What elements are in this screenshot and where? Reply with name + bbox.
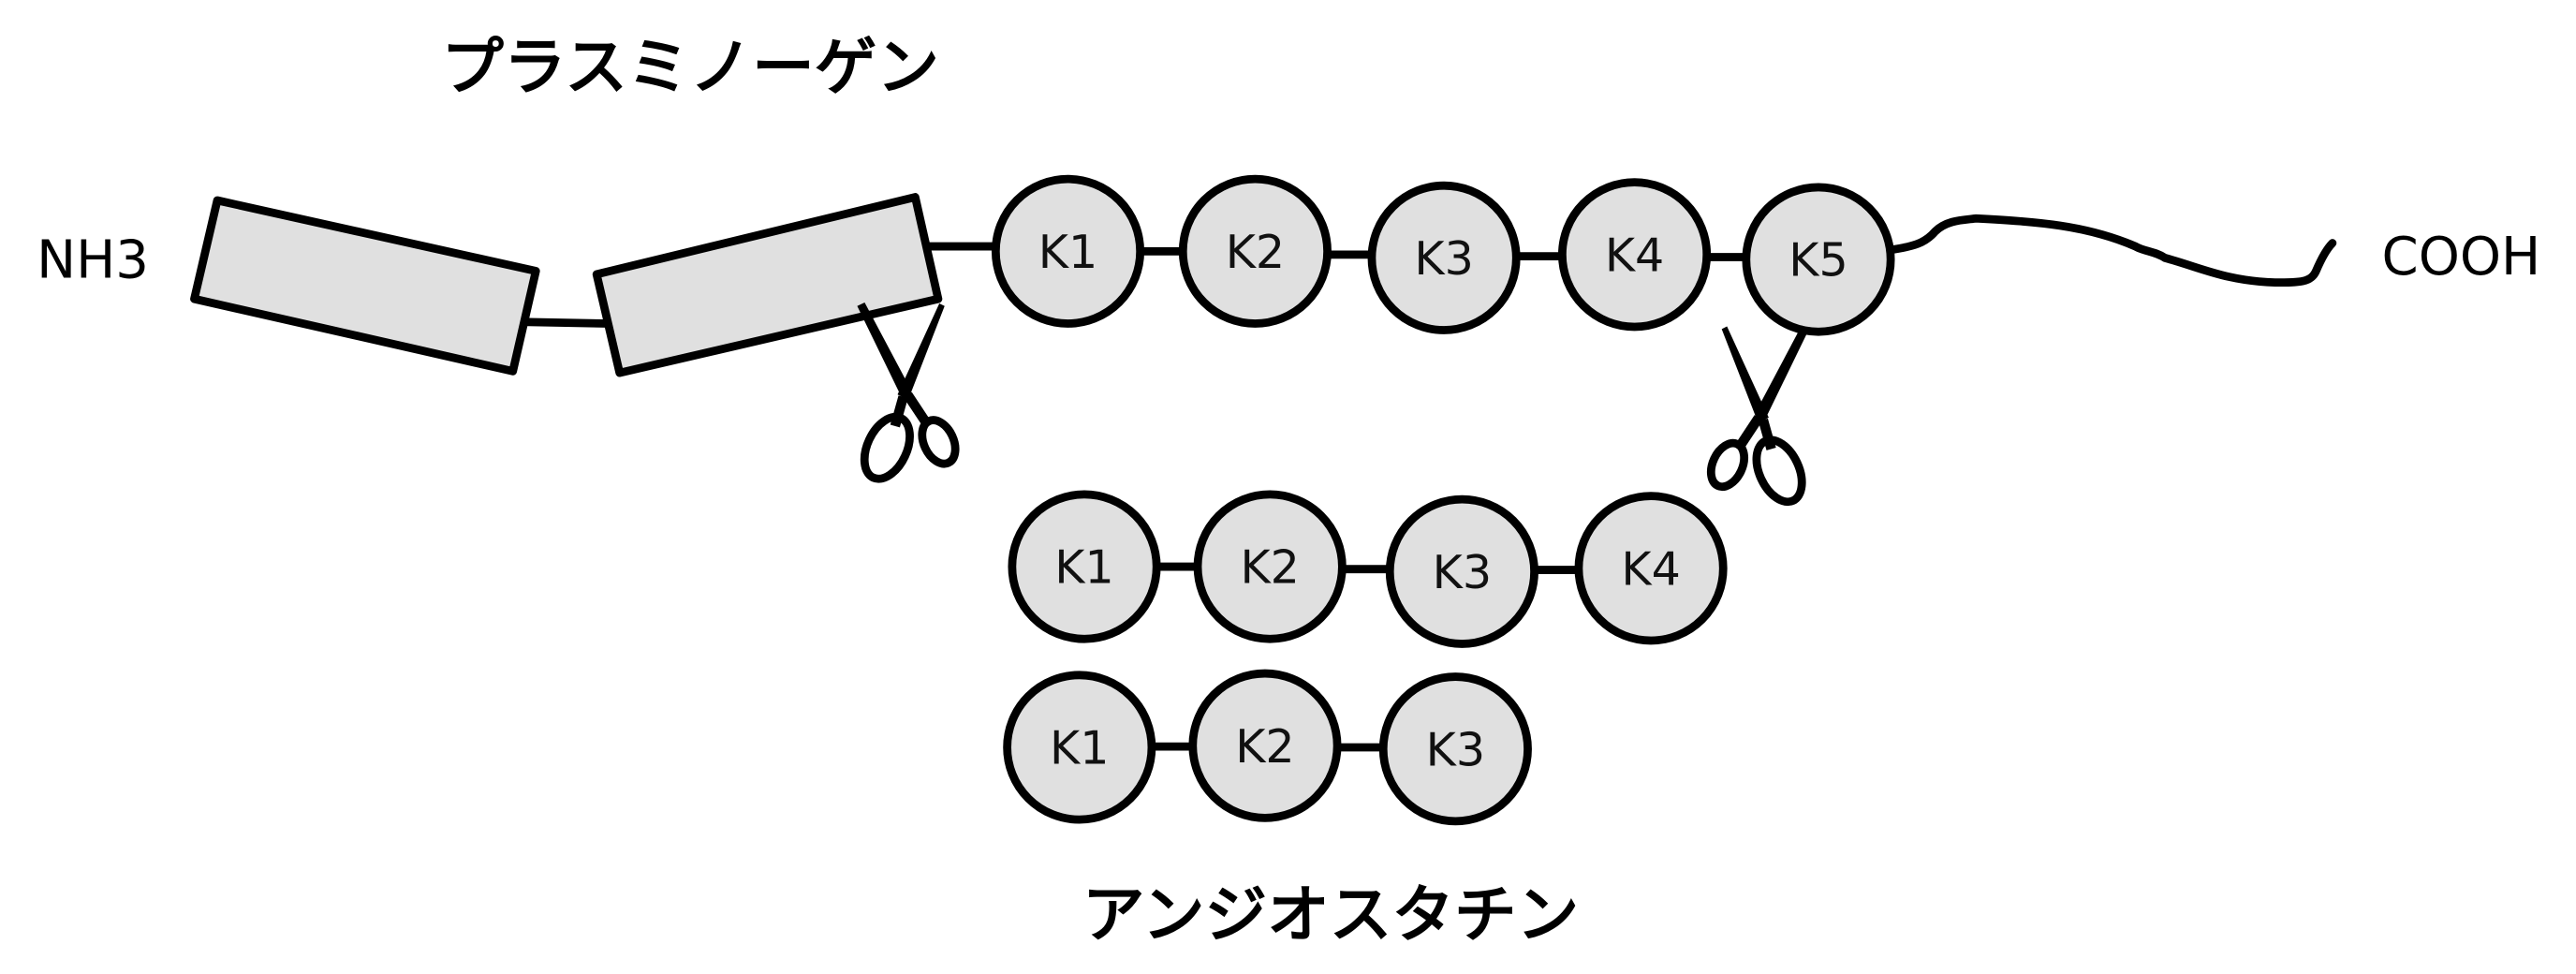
- kringle-label: K2: [1240, 540, 1299, 595]
- kringle-domain-k2: [1188, 669, 1342, 822]
- kringle-domain-k3: [1385, 494, 1538, 648]
- kringle-label: K3: [1433, 545, 1492, 599]
- kringle-label: K2: [1235, 719, 1294, 774]
- angiostatin-k1-k4-chain: K1 K2 K3 K4: [1008, 490, 1728, 648]
- kringle-label: K1: [1054, 540, 1113, 595]
- pan-domain-2: [592, 193, 943, 377]
- angiostatin-k1-k3-chain: K1 K2 K3: [1003, 669, 1532, 826]
- kringle-label: K4: [1621, 541, 1680, 596]
- plasminogen-title: プラスミノーゲン: [441, 31, 939, 104]
- kringle-label: K5: [1788, 233, 1847, 288]
- kringle-domain-k1: [991, 174, 1145, 328]
- kringle-domain-k2: [1178, 174, 1332, 328]
- kringle-label: K1: [1038, 225, 1097, 279]
- kringle-label: K3: [1426, 722, 1485, 776]
- kringle-label: K2: [1226, 225, 1285, 279]
- kringle-domain-k1: [1003, 671, 1156, 824]
- kringle-domain-k2: [1193, 490, 1347, 643]
- scissors-icon: [1706, 325, 1810, 507]
- pan-domain-1: [190, 196, 540, 376]
- kringle-label: K1: [1050, 721, 1109, 775]
- domain-linker-1: [523, 317, 609, 328]
- kringle-domain-k4: [1574, 492, 1728, 645]
- c-terminus-label: COOH: [2382, 227, 2541, 288]
- kringle-domain-k5: [1742, 183, 1895, 336]
- kringle-label: K4: [1605, 228, 1664, 282]
- n-terminus-label: NH3: [37, 229, 149, 290]
- plasminogen-kringle-chain: K1 K2 K3 K4 K5: [991, 174, 1895, 336]
- kringle-domain-k3: [1367, 181, 1521, 334]
- angiostatin-title: アンジオスタチン: [1082, 878, 1579, 952]
- kringle-domain-k1: [1008, 490, 1161, 643]
- c-terminal-tail: [1888, 214, 2337, 288]
- kringle-domain-k3: [1378, 672, 1532, 826]
- scissors-icon: [857, 302, 960, 483]
- kringle-domain-k4: [1557, 178, 1712, 332]
- kringle-label: K3: [1414, 231, 1473, 286]
